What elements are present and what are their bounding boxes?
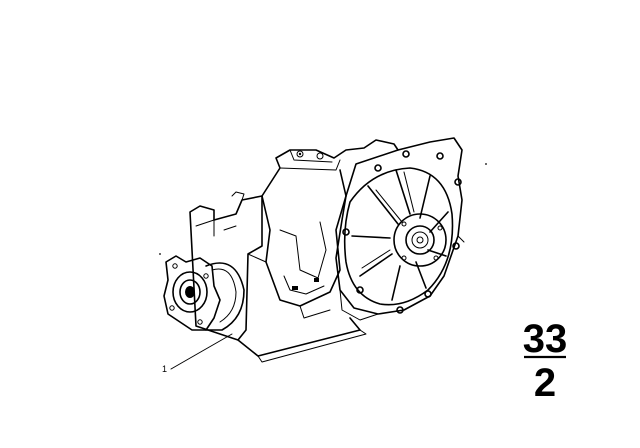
callout-leader-line xyxy=(170,333,233,370)
group-number-top: 33 xyxy=(523,317,568,361)
callout-1: 1 xyxy=(162,333,233,374)
group-number-bottom: 2 xyxy=(534,361,556,405)
callout-label: 1 xyxy=(162,364,167,374)
group-number: 33 2 xyxy=(523,317,568,405)
differential-drawing xyxy=(159,137,487,363)
